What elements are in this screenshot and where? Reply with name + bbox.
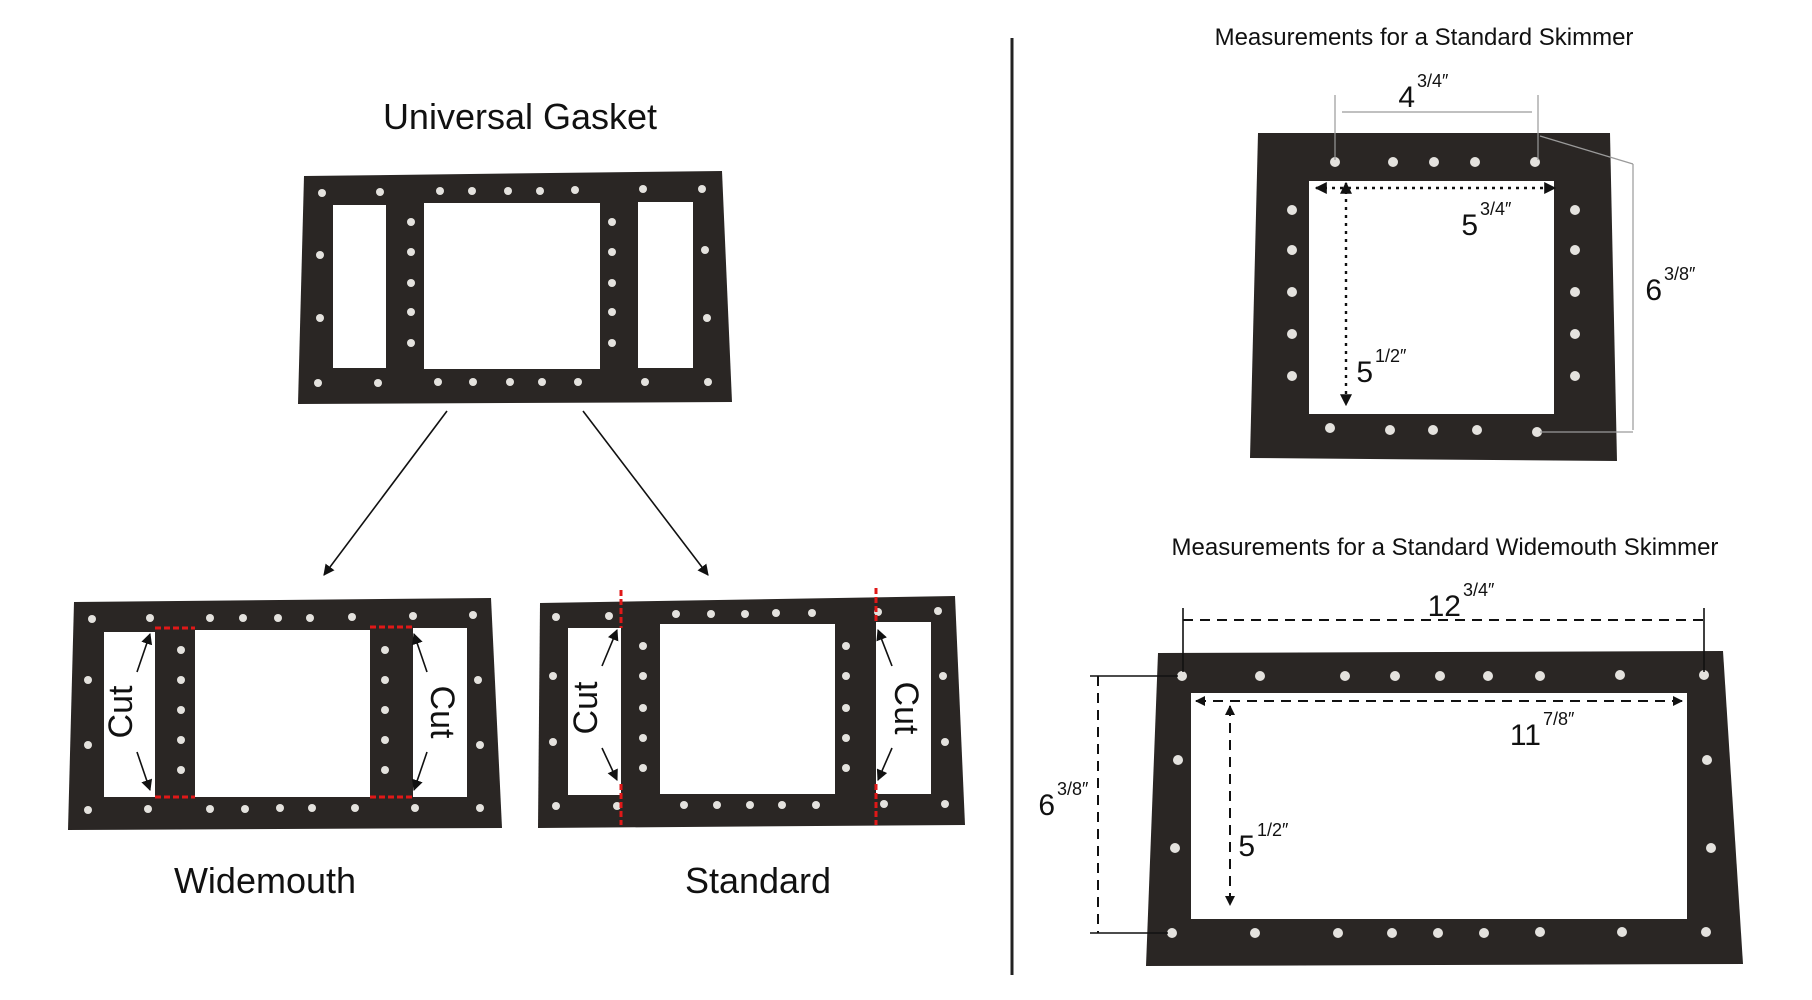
widemouth-top-dimension-fraction: 3/4″ (1463, 580, 1495, 600)
standard-cut-label-right: Cut (887, 682, 925, 735)
standard-cut-lines (619, 588, 878, 825)
standard-cut-label-left: Cut (567, 681, 605, 734)
standard-top-dimension: 4 (1398, 81, 1415, 114)
standard-outer-height-dimension: 6 (1645, 274, 1662, 307)
arrow-to-standard (582, 410, 709, 576)
widemouth-cut-label-left: Cut (102, 685, 140, 738)
standard-skimmer-gasket (1250, 133, 1617, 461)
widemouth-skimmer-holes (1167, 670, 1716, 938)
widemouth-cut-label-right: Cut (423, 686, 461, 739)
standard-gasket: Cut Cut (538, 588, 965, 828)
widemouth-cut-lines (155, 625, 413, 799)
widemouth-outer-height-fraction: 3/8″ (1057, 779, 1089, 799)
standard-top-dimension-fraction: 3/4″ (1417, 71, 1449, 91)
widemouth-inner-width-dimension: 11 (1510, 719, 1541, 752)
widemouth-label: Widemouth (174, 860, 356, 901)
widemouth-measurements-title: Measurements for a Standard Widemouth Sk… (1172, 534, 1719, 561)
standard-label: Standard (685, 860, 831, 901)
widemouth-gasket: Cut Cut (68, 598, 502, 830)
standard-gasket-holes (549, 607, 949, 810)
universal-gasket-holes (314, 185, 712, 387)
universal-gasket (298, 171, 732, 404)
standard-inner-height-fraction: 1/2″ (1375, 346, 1407, 366)
widemouth-skimmer-gasket (1146, 651, 1743, 966)
widemouth-dimension-lines (1090, 608, 1705, 934)
standard-cut-annotations: Cut Cut (567, 628, 925, 782)
widemouth-outer-height-dimension: 6 (1038, 789, 1055, 822)
widemouth-cut-annotations: Cut Cut (102, 632, 461, 792)
universal-gasket-title: Universal Gasket (383, 96, 657, 137)
widemouth-inner-height-fraction: 1/2″ (1257, 820, 1289, 840)
standard-dimension-lines (1314, 95, 1634, 433)
standard-inner-width-fraction: 3/4″ (1480, 199, 1512, 219)
standard-measurements-title: Measurements for a Standard Skimmer (1215, 24, 1634, 51)
standard-outer-height-fraction: 3/8″ (1664, 264, 1696, 284)
widemouth-gasket-holes (84, 611, 484, 814)
standard-inner-width-dimension: 5 (1461, 209, 1478, 242)
widemouth-top-dimension: 12 (1428, 590, 1461, 623)
widemouth-inner-height-dimension: 5 (1238, 830, 1255, 863)
standard-inner-height-dimension: 5 (1356, 356, 1373, 389)
arrow-to-widemouth (323, 410, 448, 576)
widemouth-inner-width-fraction: 7/8″ (1543, 709, 1575, 729)
